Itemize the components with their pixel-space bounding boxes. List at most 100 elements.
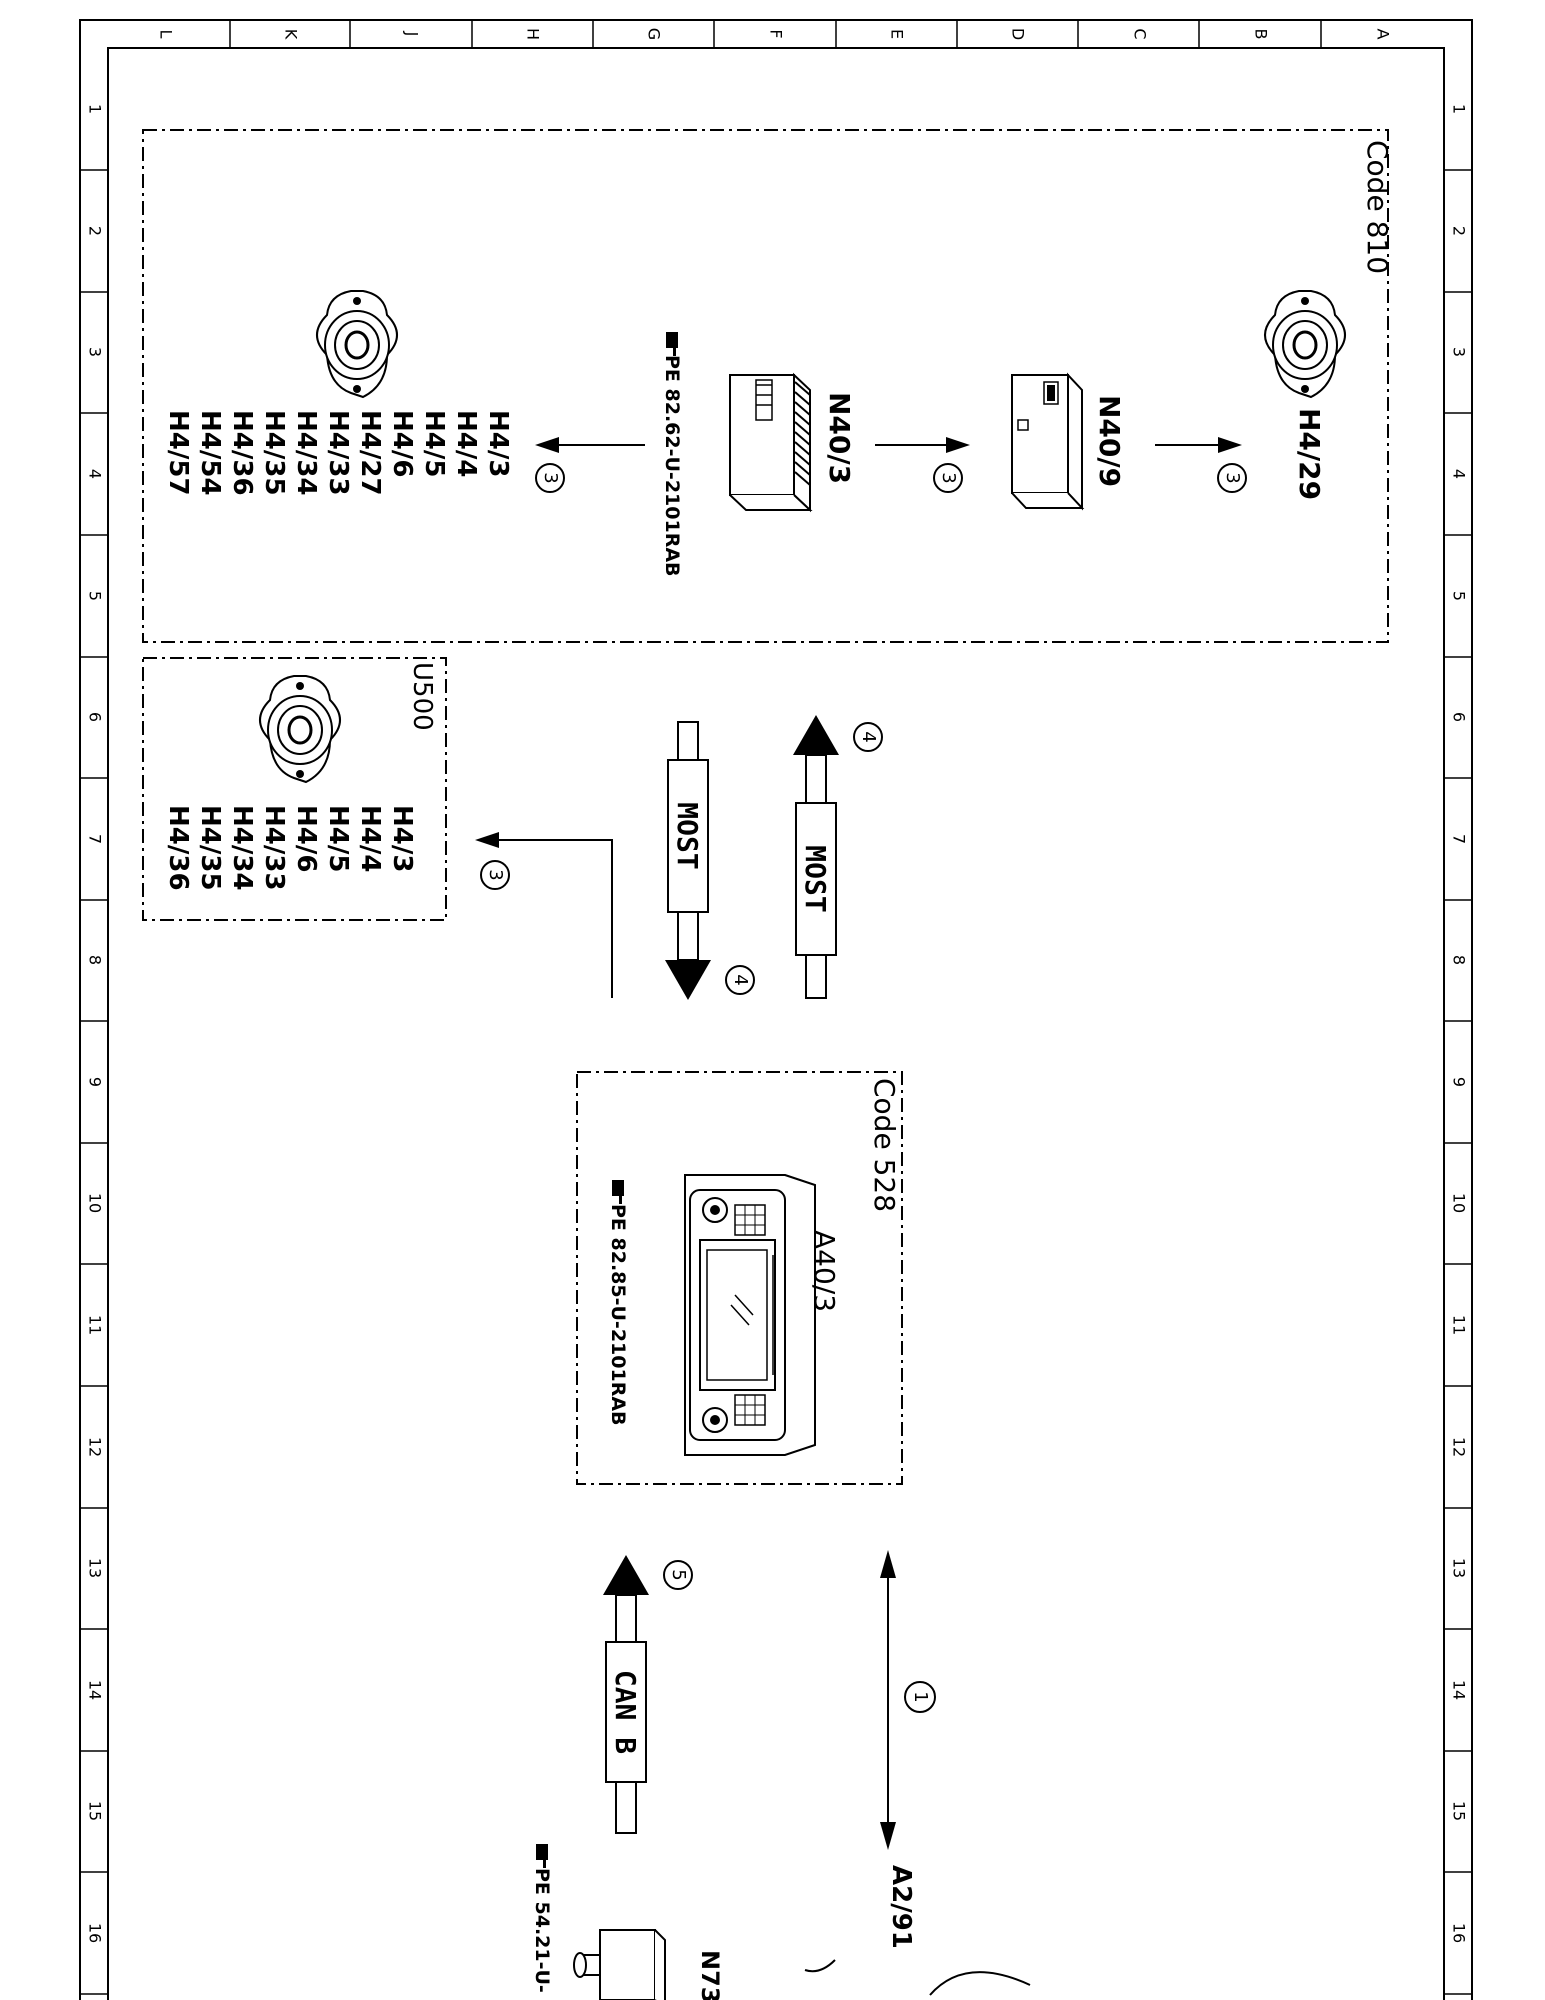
signal-arrow bbox=[875, 437, 970, 453]
n40-9-module-icon bbox=[1011, 372, 1085, 511]
row-label-right-1: 1 bbox=[1450, 104, 1469, 114]
row-label-left-14: 14 bbox=[86, 1680, 105, 1700]
row-label-left-15: 15 bbox=[86, 1801, 105, 1821]
row-label-left-1: 1 bbox=[86, 104, 105, 114]
row-label-right-10: 10 bbox=[1450, 1193, 1469, 1213]
speaker-item: H4/3 bbox=[483, 410, 513, 477]
column-label-j: J bbox=[403, 31, 422, 37]
row-label-right-8: 8 bbox=[1450, 955, 1469, 965]
n40-3-label: N40/3 bbox=[823, 392, 856, 484]
most-bus-arrow-down bbox=[665, 721, 711, 1000]
code-810-zone bbox=[142, 129, 1389, 643]
speaker-item: H4/5 bbox=[419, 410, 449, 477]
can-bus-arrow bbox=[603, 1555, 649, 1834]
row-label-left-9: 9 bbox=[86, 1077, 105, 1087]
row-label-right-6: 6 bbox=[1450, 712, 1469, 722]
speaker-item: H4/4 bbox=[355, 805, 385, 872]
callout-3 bbox=[933, 463, 963, 493]
a2-91-label: A2/91 bbox=[886, 1865, 916, 1949]
callout-3-text: 3 bbox=[938, 472, 959, 483]
a40-3-label: A40/3 bbox=[808, 1230, 841, 1312]
callout-4-text: 4 bbox=[858, 731, 879, 742]
most-bus-arrow-up bbox=[793, 715, 839, 999]
hand-pointer-icon bbox=[612, 1180, 624, 1204]
inner-frame bbox=[107, 47, 1445, 2000]
speaker-item: H4/54 bbox=[195, 410, 225, 496]
code-528-label: Code 528 bbox=[868, 1078, 901, 1212]
column-label-e: E bbox=[888, 29, 907, 39]
callout-5 bbox=[663, 1560, 693, 1590]
code-528-zone bbox=[576, 1071, 903, 1485]
row-label-left-12: 12 bbox=[86, 1437, 105, 1457]
pe-reference-n40-3: PE 82.62-U-2101RAB bbox=[661, 355, 683, 577]
speaker-item: H4/3 bbox=[387, 805, 417, 872]
n73-label: N73 bbox=[696, 1950, 724, 2000]
row-label-left-3: 3 bbox=[86, 347, 105, 357]
column-label-f: F bbox=[767, 29, 786, 38]
signal-arrow bbox=[1155, 437, 1242, 453]
row-label-left-8: 8 bbox=[86, 955, 105, 965]
row-label-right-11: 11 bbox=[1450, 1315, 1469, 1335]
speaker-item: H4/35 bbox=[195, 805, 225, 891]
row-label-right-5: 5 bbox=[1450, 591, 1469, 601]
n40-3-amplifier-icon bbox=[729, 372, 813, 513]
callout-3-text: 3 bbox=[1222, 472, 1243, 483]
speaker-item: H4/35 bbox=[259, 410, 289, 496]
bidirectional-arrow bbox=[880, 1550, 896, 1850]
speaker-item: H4/36 bbox=[227, 410, 257, 496]
column-label-b: B bbox=[1252, 29, 1271, 40]
speaker-item: H4/57 bbox=[163, 410, 193, 496]
speaker-item: H4/36 bbox=[163, 805, 193, 891]
n73-switch-icon bbox=[573, 1929, 668, 2000]
callout-5-text: 5 bbox=[668, 1569, 689, 1580]
column-label-k: K bbox=[282, 29, 301, 40]
row-label-right-3: 3 bbox=[1450, 347, 1469, 357]
callout-4 bbox=[725, 965, 755, 995]
callout-4 bbox=[853, 722, 883, 752]
hand-pointer-icon bbox=[666, 332, 678, 356]
row-label-right-4: 4 bbox=[1450, 469, 1469, 479]
h4-29-label: H4/29 bbox=[1293, 408, 1326, 500]
row-label-left-6: 6 bbox=[86, 712, 105, 722]
column-label-a: A bbox=[1374, 29, 1393, 40]
callout-3 bbox=[1217, 463, 1247, 493]
u500-zone bbox=[142, 657, 447, 921]
signal-arrow bbox=[475, 832, 613, 998]
row-label-right-13: 13 bbox=[1450, 1558, 1469, 1578]
code-810-label: Code 810 bbox=[1361, 140, 1394, 274]
speaker-item: H4/34 bbox=[227, 805, 257, 891]
a40-3-head-unit-icon bbox=[684, 1174, 816, 1456]
row-label-right-15: 15 bbox=[1450, 1801, 1469, 1821]
n40-9-label: N40/9 bbox=[1093, 395, 1126, 487]
callout-3 bbox=[535, 463, 565, 493]
callout-3-text: 3 bbox=[485, 869, 506, 880]
row-label-left-2: 2 bbox=[86, 226, 105, 236]
row-label-right-12: 12 bbox=[1450, 1437, 1469, 1457]
outer-frame bbox=[79, 19, 1473, 2000]
row-label-left-4: 4 bbox=[86, 469, 105, 479]
callout-4-text: 4 bbox=[730, 974, 751, 985]
row-label-right-16: 16 bbox=[1450, 1923, 1469, 1943]
speaker-icon bbox=[316, 290, 398, 399]
pe-reference-a40-3: PE 82.85-U-2101RAB bbox=[607, 1204, 629, 1426]
speaker-item: H4/34 bbox=[291, 410, 321, 496]
speaker-item: H4/6 bbox=[291, 805, 321, 872]
most-bus-label: MOST bbox=[671, 802, 704, 869]
n73-component-outline bbox=[804, 1959, 836, 1973]
row-label-left-11: 11 bbox=[86, 1315, 105, 1335]
pe-reference-n73: PE 54.21-U- bbox=[531, 1868, 553, 1993]
callout-3 bbox=[480, 860, 510, 890]
row-label-right-9: 9 bbox=[1450, 1077, 1469, 1087]
a2-91-component-outline bbox=[929, 1971, 1031, 1996]
callout-1 bbox=[904, 1681, 936, 1713]
speaker-icon bbox=[259, 675, 341, 784]
column-label-g: G bbox=[645, 28, 664, 40]
row-label-right-14: 14 bbox=[1450, 1680, 1469, 1700]
speaker-list-u500: H4/3 H4/4 H4/5 H4/6 H4/33 H4/34 H4/35 H4… bbox=[163, 805, 417, 891]
row-label-left-7: 7 bbox=[86, 834, 105, 844]
u500-label: U500 bbox=[407, 662, 437, 731]
can-bus-label: CAN B bbox=[609, 1670, 642, 1754]
row-label-left-16: 16 bbox=[86, 1923, 105, 1943]
row-grid bbox=[80, 169, 1472, 1995]
